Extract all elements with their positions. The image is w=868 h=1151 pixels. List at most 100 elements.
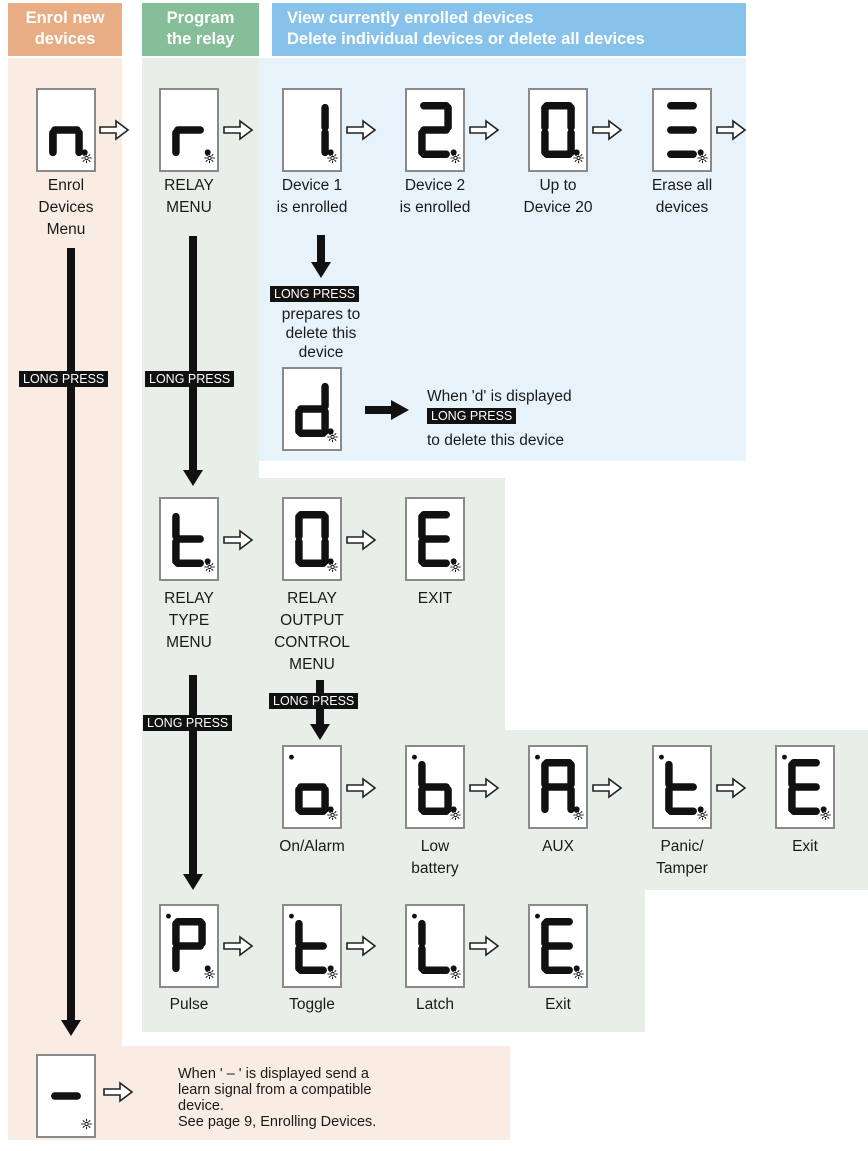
caption-line: Device 1: [281, 177, 343, 194]
enrol-panel: [8, 58, 122, 1140]
next-arrow: [716, 777, 747, 799]
long-press-head: [183, 470, 203, 486]
caption-line: AUX: [542, 838, 574, 855]
caption-line: RELAY: [164, 177, 214, 194]
display-device-20: [528, 88, 588, 172]
caption-line: Latch: [416, 996, 454, 1013]
display-relay-glyph: [172, 126, 215, 164]
caption-line: EXIT: [417, 590, 453, 607]
long-press-label-delete: LONG PRESS: [427, 408, 517, 424]
display-toggle-glyph: [289, 913, 338, 980]
caption-line: Panic/: [660, 838, 704, 855]
caption-line: Exit: [545, 996, 571, 1013]
note-line: prepares to: [281, 306, 361, 323]
display-device-20-glyph: [541, 102, 584, 164]
caption-line: On/Alarm: [279, 838, 345, 855]
long-press-label-device: LONG PRESS: [270, 286, 360, 302]
display-exit-3-glyph: [535, 913, 584, 980]
next-arrow: [716, 119, 747, 141]
long-press-label-enrol: LONG PRESS: [19, 371, 109, 387]
display-exit-3: [528, 904, 588, 988]
long-press-head: [61, 1020, 81, 1036]
display-pulse-glyph: [166, 913, 215, 980]
display-erase-all-glyph: [667, 102, 708, 164]
caption-line: Devices: [38, 199, 94, 216]
header-view-line1: View currently enrolled devices: [287, 9, 534, 27]
note-line: device.: [178, 1098, 224, 1114]
caption-line: Erase all: [651, 177, 713, 194]
caption-line: MENU: [289, 656, 335, 673]
header-enrol-line2: devices: [34, 30, 96, 48]
note-line: delete this: [285, 325, 357, 342]
display-exit-2-glyph: [782, 754, 831, 821]
display-device-1: [282, 88, 342, 172]
display-device-2-glyph: [418, 102, 461, 164]
caption-erase-all: Erase all devices: [622, 175, 742, 219]
caption-on-alarm: On/Alarm: [252, 836, 372, 858]
long-press-head: [311, 262, 331, 278]
next-arrow: [346, 935, 377, 957]
next-arrow: [469, 119, 500, 141]
header-relay: Program the relay: [142, 3, 259, 56]
note-line: See page 9, Enrolling Devices.: [178, 1114, 377, 1130]
caption-low-battery: Low battery: [375, 836, 495, 880]
next-arrow: [223, 935, 254, 957]
long-press-head: [183, 874, 203, 890]
next-arrow: [223, 119, 254, 141]
display-relay: [159, 88, 219, 172]
caption-device-2: Device 2 is enrolled: [375, 175, 495, 219]
caption-line: Up to: [539, 177, 577, 194]
caption-line: devices: [655, 199, 709, 216]
caption-exit-2: Exit: [745, 836, 865, 858]
caption-latch: Latch: [375, 994, 495, 1016]
display-delete-device: [282, 367, 342, 451]
display-toggle: [282, 904, 342, 988]
display-aux-glyph: [535, 754, 584, 821]
display-device-1-glyph: [321, 103, 338, 164]
caption-line: RELAY: [164, 590, 214, 607]
display-device-2: [405, 88, 465, 172]
caption-line: is enrolled: [276, 199, 348, 216]
long-press-label-type: LONG PRESS: [143, 715, 233, 731]
long-press-head: [391, 400, 409, 420]
caption-line: Enrol: [47, 177, 85, 194]
note-prepares-delete: prepares to delete this device: [257, 305, 385, 362]
display-relay-type-glyph: [172, 512, 215, 573]
caption-relay: RELAY MENU: [129, 175, 249, 219]
caption-enrol: Enrol Devices Menu: [6, 175, 126, 241]
caption-line: Device 20: [523, 199, 593, 216]
header-enrol-line1: Enrol new: [25, 9, 105, 27]
header-enrol: Enrol new devices: [8, 3, 122, 56]
long-press-shaft: [67, 248, 75, 1022]
caption-line: RELAY: [287, 590, 337, 607]
caption-line: Exit: [792, 838, 818, 855]
caption-line: CONTROL: [274, 634, 350, 651]
caption-line: Low: [420, 838, 450, 855]
caption-exit-1: EXIT: [375, 588, 495, 610]
display-exit-1-glyph: [418, 511, 461, 573]
caption-exit-3: Exit: [498, 994, 618, 1016]
header-relay-line2: the relay: [166, 30, 235, 48]
next-arrow: [223, 529, 254, 551]
next-arrow: [346, 529, 377, 551]
long-press-arrows: [61, 235, 409, 1036]
next-arrow: [99, 119, 130, 141]
display-relay-type: [159, 497, 219, 581]
note-line: device: [298, 344, 344, 361]
caption-line: MENU: [166, 634, 212, 651]
caption-line: Toggle: [289, 996, 335, 1013]
caption-relay-type: RELAY TYPE MENU: [129, 588, 249, 654]
caption-line: Pulse: [169, 996, 209, 1013]
long-press-label-output: LONG PRESS: [269, 693, 359, 709]
note-line: When ' – ' is displayed send a: [178, 1066, 369, 1082]
next-arrow: [346, 777, 377, 799]
caption-pulse: Pulse: [129, 994, 249, 1016]
next-arrow: [592, 119, 623, 141]
long-press-label-relay: LONG PRESS: [145, 371, 235, 387]
display-on-alarm: [282, 745, 342, 829]
display-panic-tamper: [652, 745, 712, 829]
note-when-d: When 'd' is displayed: [427, 388, 572, 405]
display-exit-1: [405, 497, 465, 581]
